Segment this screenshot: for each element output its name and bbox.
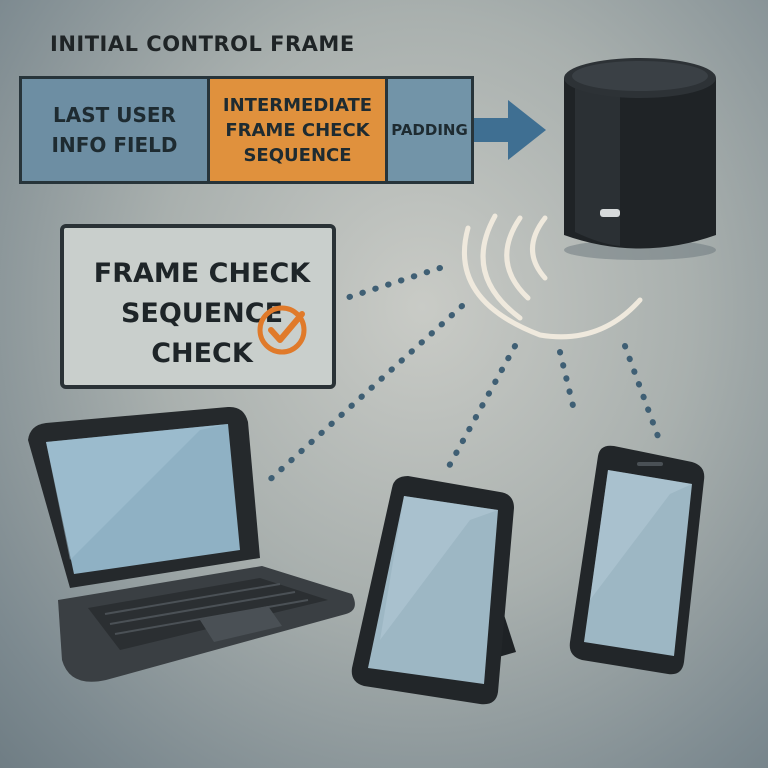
connection-lines	[262, 265, 663, 487]
intermediate-fcs-segment: INTERMEDIATE FRAME CHECK SEQUENCE	[210, 79, 388, 181]
control-frame-bar: LAST USER INFO FIELD INTERMEDIATE FRAME …	[19, 76, 474, 184]
last-user-info-field-label: LAST USER INFO FIELD	[51, 103, 178, 157]
frame-title: INITIAL CONTROL FRAME	[50, 32, 355, 56]
wireless-signal-icon	[461, 213, 643, 340]
tablet-icon	[351, 476, 516, 705]
padding-segment: PADDING	[388, 79, 471, 181]
laptop-icon	[28, 406, 355, 682]
fcs-check-text: FRAME CHECK SEQUENCE CHECK	[93, 258, 311, 369]
arrow-right-icon	[474, 100, 546, 160]
fcs-check-box: FRAME CHECK SEQUENCE CHECK	[60, 224, 336, 389]
last-user-info-field-segment: LAST USER INFO FIELD	[22, 79, 210, 181]
checkmark-circle-icon	[257, 305, 307, 355]
padding-label: PADDING	[391, 121, 468, 139]
intermediate-fcs-label: INTERMEDIATE FRAME CHECK SEQUENCE	[222, 94, 373, 166]
smart-speaker-icon	[564, 58, 716, 260]
smartphone-icon	[569, 445, 705, 675]
